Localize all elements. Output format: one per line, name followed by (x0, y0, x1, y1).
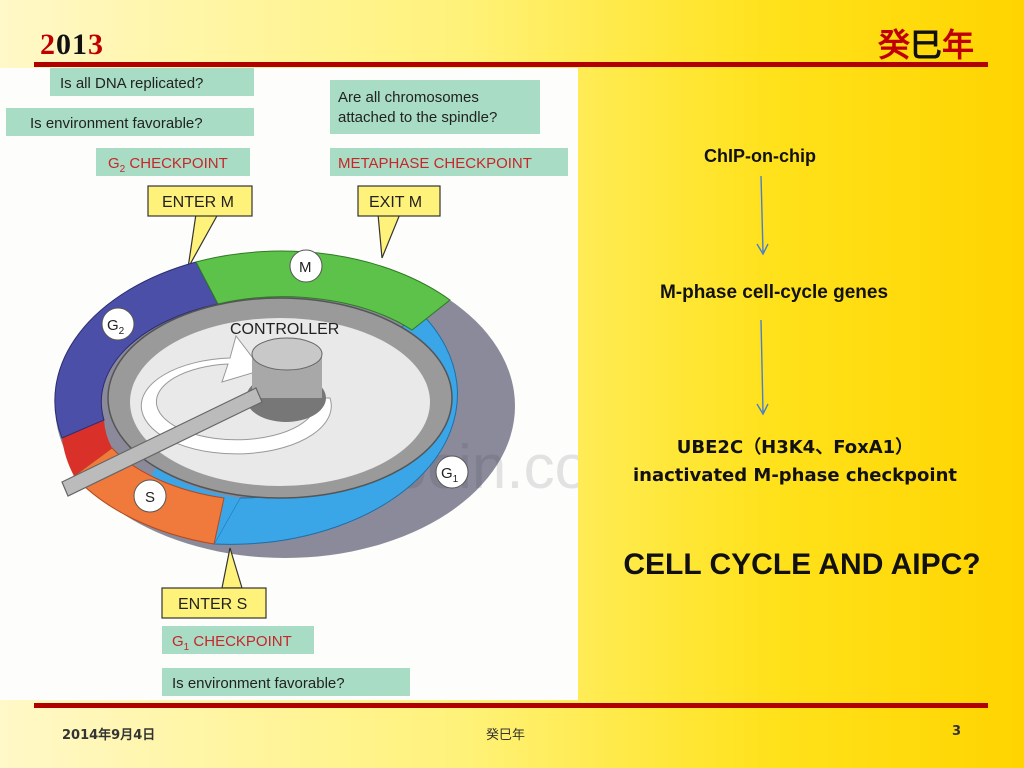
s-phase-label: S (145, 489, 155, 506)
g1-checkpoint-label: G1 CHECKPOINT (172, 633, 292, 653)
metaphase-checkpoint-label: METAPHASE CHECKPOINT (338, 155, 532, 172)
chromosome-question-box (330, 80, 540, 134)
flow-arrow-2 (756, 319, 769, 416)
flow-step-genes: M-phase cell-cycle genes (659, 282, 889, 303)
year-title: 2013 (40, 28, 104, 62)
g1-checkpoint-box (162, 626, 314, 654)
flow-arrow-1 (756, 175, 769, 256)
cn-title-char-2: 巳 (909, 26, 942, 64)
chromosome-question-line1: Are all chromosomes (338, 89, 479, 106)
year-digits-mid: 01 (56, 28, 88, 61)
header-rule (34, 62, 988, 67)
controller-hub-top (251, 337, 323, 371)
enter-m-box (147, 185, 253, 217)
g1-phase-label: G1 (441, 465, 459, 485)
m-phase-badge (289, 249, 323, 283)
g2-checkpoint-box (96, 148, 250, 176)
question-heading: CELL CYCLE AND AIPC? (623, 548, 981, 581)
year-digit-prefix: 2 (40, 28, 56, 61)
env-question-bottom-box (162, 668, 410, 696)
g2-phase-badge (101, 307, 135, 341)
exit-m-box (357, 185, 441, 217)
env-question-bottom-text: Is environment favorable? (172, 675, 345, 692)
dna-question-box (50, 68, 254, 96)
enter-s-box (161, 587, 267, 619)
flow-step-ube2c: UBE2C（H3K4、FoxA1） inactivated M-phase ch… (600, 434, 990, 490)
g2-checkpoint-label: G2 CHECKPOINT (108, 155, 228, 175)
controller-lever (61, 387, 263, 497)
cell-cycle-ring: CONTROLLER (54, 250, 515, 558)
controller-label: CONTROLLER (230, 321, 339, 338)
env-question-top-text: Is environment favorable? (30, 115, 203, 132)
env-question-top-box (6, 108, 254, 136)
s-red-edge (62, 420, 112, 476)
page-number: 3 (952, 724, 962, 739)
s-phase-badge (133, 479, 167, 513)
g2-phase-label: G2 (107, 317, 125, 337)
cn-title-char-1: 癸 (877, 26, 910, 64)
g1-phase-badge (435, 455, 469, 489)
exit-m-pointer (377, 213, 401, 259)
cell-cycle-diagram: www.docin.com Is all DNA replicated? Is … (6, 68, 578, 696)
cell-cycle-figure: www.docin.com Is all DNA replicated? Is … (0, 68, 578, 700)
flow-step-ube2c-line2: inactivated M-phase checkpoint (632, 465, 957, 486)
metaphase-checkpoint-box (330, 148, 568, 176)
flow-step-ube2c-line1: UBE2C（H3K4、FoxA1） (676, 437, 914, 458)
footer-center-text: 癸巳年 (486, 728, 526, 743)
dna-question-text: Is all DNA replicated? (60, 75, 203, 92)
enter-s-label: ENTER S (178, 596, 247, 613)
cn-title-char-3: 年 (941, 26, 974, 64)
footer-date: 2014年9月4日 (62, 728, 156, 743)
exit-m-label: EXIT M (369, 194, 422, 211)
year-digit-suffix: 3 (88, 28, 104, 61)
chromosome-question-line2: attached to the spindle? (338, 109, 497, 126)
m-sector (195, 250, 451, 331)
m-phase-label: M (299, 259, 312, 276)
rotation-arrow (140, 334, 332, 455)
chinese-year-title: 癸巳年 (878, 20, 974, 66)
footer-rule (34, 703, 988, 708)
flow-step-chip: ChIP-on-chip (704, 146, 816, 166)
enter-m-label: ENTER M (162, 194, 234, 211)
